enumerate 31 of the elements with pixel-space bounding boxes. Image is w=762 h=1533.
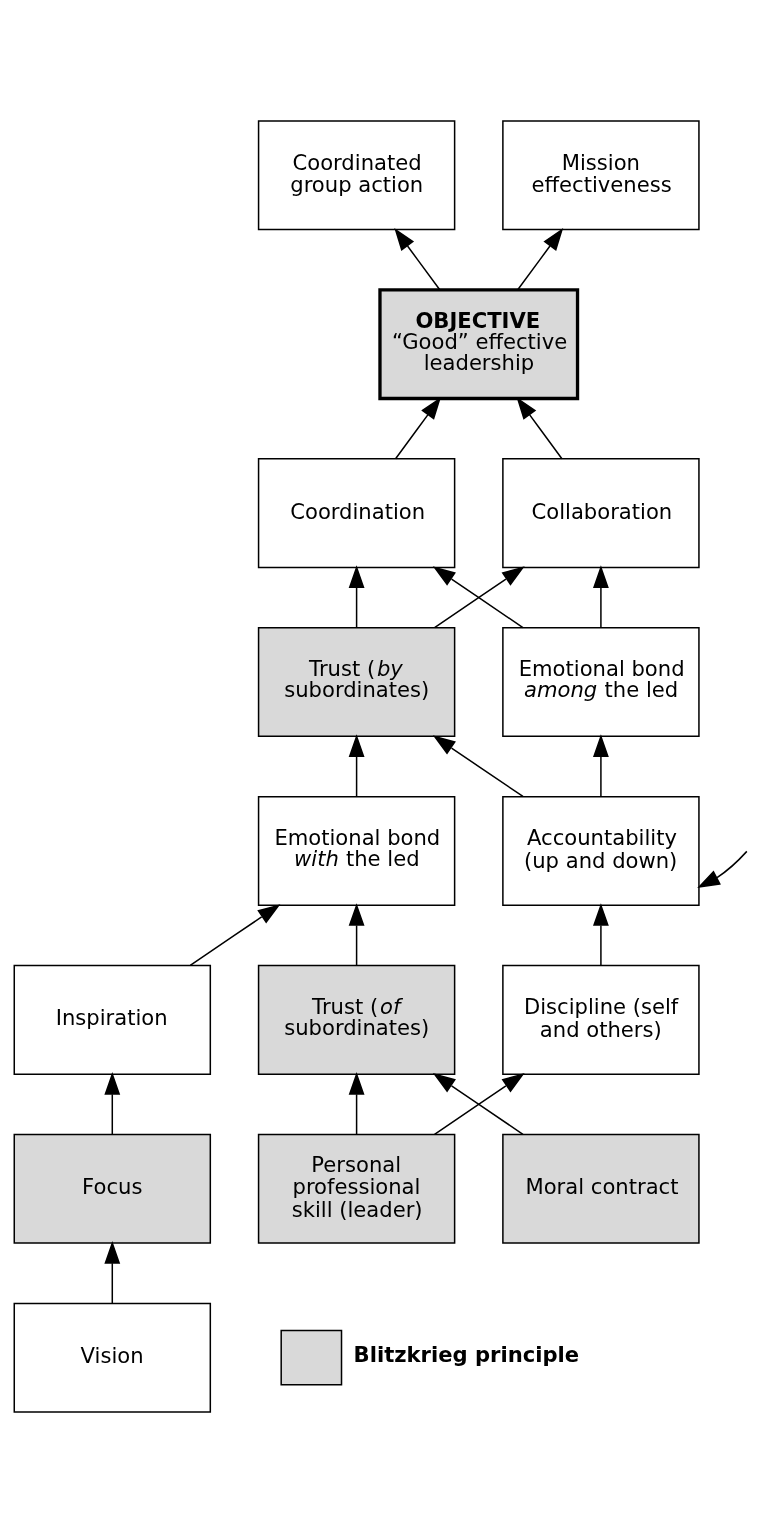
node-box: Emotional bond among the led [502, 627, 700, 738]
arrow [432, 735, 524, 798]
arrow [348, 565, 365, 629]
node-box: Mission effectiveness [502, 120, 700, 231]
arrow [593, 903, 609, 967]
arrow [104, 1072, 121, 1136]
legend-label: Blitzkrieg principle [353, 1341, 580, 1367]
arrow [593, 565, 609, 629]
node-box: Collaboration [502, 458, 700, 569]
node-box: Trust (by subordinates) [257, 627, 456, 738]
arrow [593, 734, 609, 798]
arrow [348, 903, 365, 967]
node-box: Emotional bond with the led [257, 795, 456, 906]
arrow [348, 734, 365, 798]
node-box: Moral contract [502, 1133, 700, 1244]
node-box: Accountability (up and down) [502, 795, 700, 906]
arrow [394, 228, 441, 291]
node-box: Focus [13, 1133, 212, 1244]
node-box: Vision [13, 1302, 212, 1413]
node-box: Inspiration [13, 964, 212, 1075]
node-box: Coordinated group action [257, 120, 456, 231]
node-box: OBJECTIVE “Good” effective leadership [378, 288, 580, 401]
node-box: Personal professional skill (leader) [257, 1133, 456, 1244]
arrow [697, 850, 748, 888]
node-box: Coordination [257, 458, 456, 569]
arrow [104, 1241, 121, 1304]
node-box: Discipline (self and others) [502, 964, 700, 1075]
arrow [348, 1072, 365, 1136]
arrow [517, 228, 564, 291]
arrow [189, 904, 281, 967]
node-box: Trust (of subordinates) [257, 964, 456, 1075]
